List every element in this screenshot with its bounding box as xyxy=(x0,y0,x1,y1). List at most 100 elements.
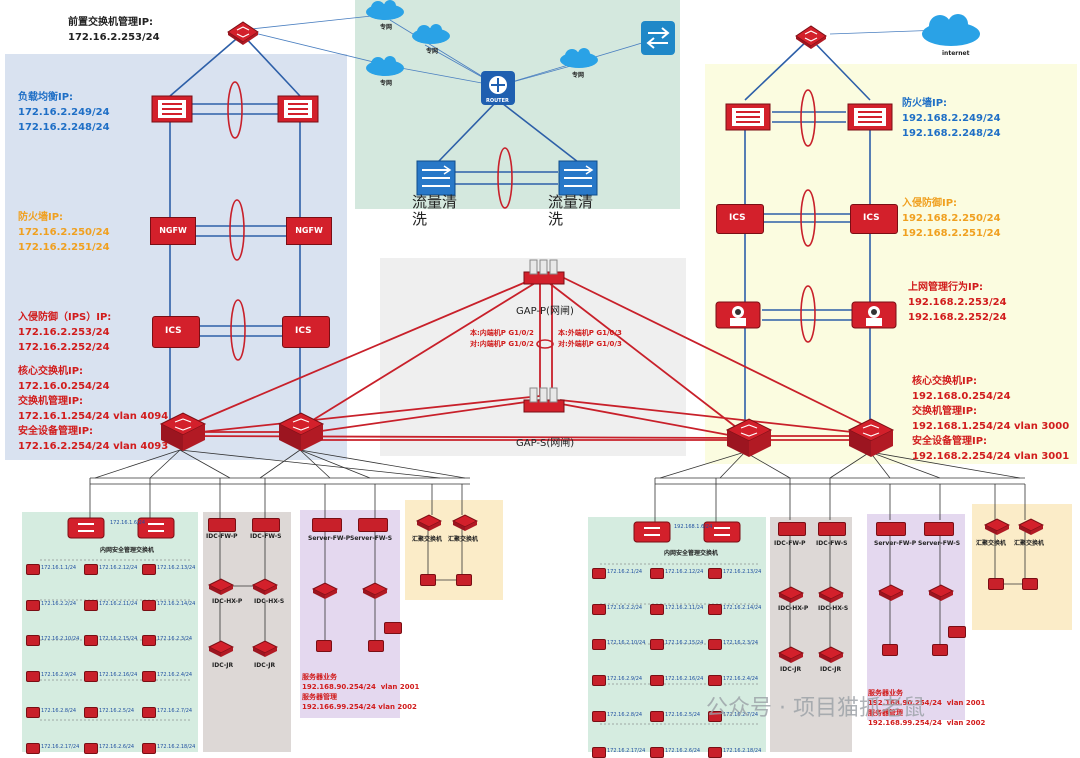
server-business-label: 服务器业务 192.168.90.254/24 vlan 2001 服务器管理 … xyxy=(302,673,420,711)
access-device xyxy=(650,746,664,758)
access-device xyxy=(26,564,40,575)
device-ip-label: 172.16.2.11/24 xyxy=(665,604,704,611)
br-idc-zone xyxy=(770,517,852,752)
server-fw-device xyxy=(924,522,954,536)
ngfw-firewall-icon: NGFW xyxy=(150,217,196,245)
ips-device-icon: ICS xyxy=(152,316,200,348)
server-device xyxy=(948,626,966,638)
load-balancer-icon xyxy=(151,95,193,123)
device-ip-label: 172.16.2.1/24 xyxy=(607,569,643,575)
access-device xyxy=(142,671,156,683)
device-ip-label: 172.16.2.2/24 xyxy=(41,600,77,607)
ics-label: ICS xyxy=(295,326,312,336)
router-label: ROUTER xyxy=(486,98,509,104)
server-switch-icon xyxy=(928,584,954,601)
ics-label: ICS xyxy=(729,213,746,223)
idc-hx-s-label: IDC-HX-S xyxy=(254,598,285,605)
device-ip-label: 172.16.2.9/24 xyxy=(41,672,77,679)
server-device xyxy=(316,640,332,652)
server-fw-device xyxy=(876,522,906,536)
front-switch-ip-label: 前置交换机管理IP: 172.16.2.253/24 xyxy=(68,17,160,43)
agg-switch-label: 汇聚交换机 xyxy=(412,536,443,543)
center-top-zone xyxy=(355,0,680,209)
traffic-scrubber-icon xyxy=(416,160,456,196)
access-device xyxy=(142,564,156,575)
agg-switch-icon xyxy=(416,514,442,531)
gap-port-right-label: 本:外端机P G1/0/3 对:外端机P G1/0/3 xyxy=(558,329,622,348)
ics-label: ICS xyxy=(165,326,182,336)
firewall-ip-label: 防火墙IP: 172.16.2.250/24 172.16.2.251/24 xyxy=(18,212,110,253)
ics-label: ICS xyxy=(863,213,880,223)
ngfw-label: NGFW xyxy=(159,226,187,235)
right-ips-ip-label: 入侵防御IP: 192.168.2.250/24 192.168.2.251/2… xyxy=(902,198,1001,239)
device-ip-label: 172.16.2.3/24 xyxy=(723,640,759,647)
server-fw-device xyxy=(358,518,388,532)
device-ip-label: 172.16.2.13/24 xyxy=(157,565,196,571)
device-ip-label: 172.16.2.17/24 xyxy=(41,743,80,750)
inner-switch-icon xyxy=(137,517,175,539)
access-device xyxy=(708,675,722,687)
device-ip-label: 172.16.2.12/24 xyxy=(99,565,138,571)
device-ip-label: 172.16.2.8/24 xyxy=(607,711,643,718)
agg-access-device xyxy=(1022,578,1038,590)
inner-switch-label: 内网安全管理交换机 xyxy=(664,550,719,557)
gap-p-label: GAP-P(网闸) xyxy=(516,306,574,317)
access-device xyxy=(26,635,40,647)
access-device xyxy=(84,671,98,683)
idc-fw-p-label: IDC-FW-P xyxy=(774,540,806,547)
front-switch-icon xyxy=(227,21,259,45)
device-ip-label: 172.16.2.17/24 xyxy=(607,747,646,754)
ips-device-icon: ICS xyxy=(850,204,898,234)
access-device xyxy=(142,706,156,718)
agg-switch-icon xyxy=(1018,518,1044,535)
device-ip-label: 172.16.2.15/24 xyxy=(99,636,138,643)
device-ip-label: 172.16.2.6/24 xyxy=(665,747,701,754)
device-ip-label: 172.16.2.14/24 xyxy=(157,600,196,607)
access-device xyxy=(142,599,156,611)
idc-fw-p-label: IDC-FW-P xyxy=(206,533,238,540)
gap-p-icon xyxy=(523,259,565,285)
access-device xyxy=(708,568,722,579)
access-device xyxy=(708,639,722,651)
server-switch-icon xyxy=(878,584,904,601)
device-ip-label: 172.16.2.7/24 xyxy=(723,711,759,718)
ips-device-icon: ICS xyxy=(282,316,330,348)
access-device xyxy=(650,639,664,651)
cloud-label: 专网 xyxy=(380,80,393,87)
device-ip-label: 172.16.2.2/24 xyxy=(607,604,643,611)
access-device xyxy=(708,746,722,758)
access-device xyxy=(650,675,664,687)
idc-jr-label: IDC-JR xyxy=(254,662,276,669)
access-device xyxy=(708,603,722,615)
device-ip-label: 172.16.2.14/24 xyxy=(723,604,762,611)
device-ip-label: 172.16.2.9/24 xyxy=(607,676,643,683)
idc-jr-label: IDC-JR xyxy=(820,666,842,673)
cloud-icon xyxy=(366,0,404,20)
access-device xyxy=(650,568,664,579)
device-ip-label: 172.16.2.13/24 xyxy=(723,569,762,575)
server-fw-p-label: Server-FW-P xyxy=(308,535,351,542)
idc-jr-switch-icon xyxy=(818,646,844,663)
gap-s-icon xyxy=(523,387,565,413)
device-ip-label: 172.16.2.7/24 xyxy=(157,707,193,714)
inner-switch-label: 内网安全管理交换机 xyxy=(100,547,155,554)
agg-switch-label: 汇聚交换机 xyxy=(448,536,479,543)
inner-switch-icon xyxy=(67,517,105,539)
inner-switch-ip: 192.168.1.6/24 xyxy=(674,524,713,530)
server-device xyxy=(368,640,384,652)
server-device xyxy=(384,622,402,634)
idc-hx-switch-icon xyxy=(252,578,278,595)
device-ip-label: 172.16.2.18/24 xyxy=(723,747,762,754)
gap-port-left-label: 本:内端机P G1/0/2 对:内端机P G1/0/2 xyxy=(470,329,534,348)
access-device xyxy=(26,599,40,611)
ips-ip-label: 入侵防御（IPS）IP: 172.16.2.253/24 172.16.2.25… xyxy=(18,312,112,353)
core-switch-icon xyxy=(725,418,773,457)
access-device xyxy=(142,635,156,647)
inner-switch-ip: 172.16.1.6/24 xyxy=(110,520,146,526)
idc-hx-switch-icon xyxy=(818,586,844,603)
behavior-management-icon xyxy=(851,301,897,329)
idc-fw-device xyxy=(252,518,280,532)
server-business-label: 服务器业务 192.168.90.254/24 vlan 2001 服务器管理 … xyxy=(868,689,986,727)
server-device xyxy=(882,644,898,656)
core-switch-ip-label: 核心交换机IP: 172.16.0.254/24 交换机管理IP: 172.16… xyxy=(18,366,169,452)
